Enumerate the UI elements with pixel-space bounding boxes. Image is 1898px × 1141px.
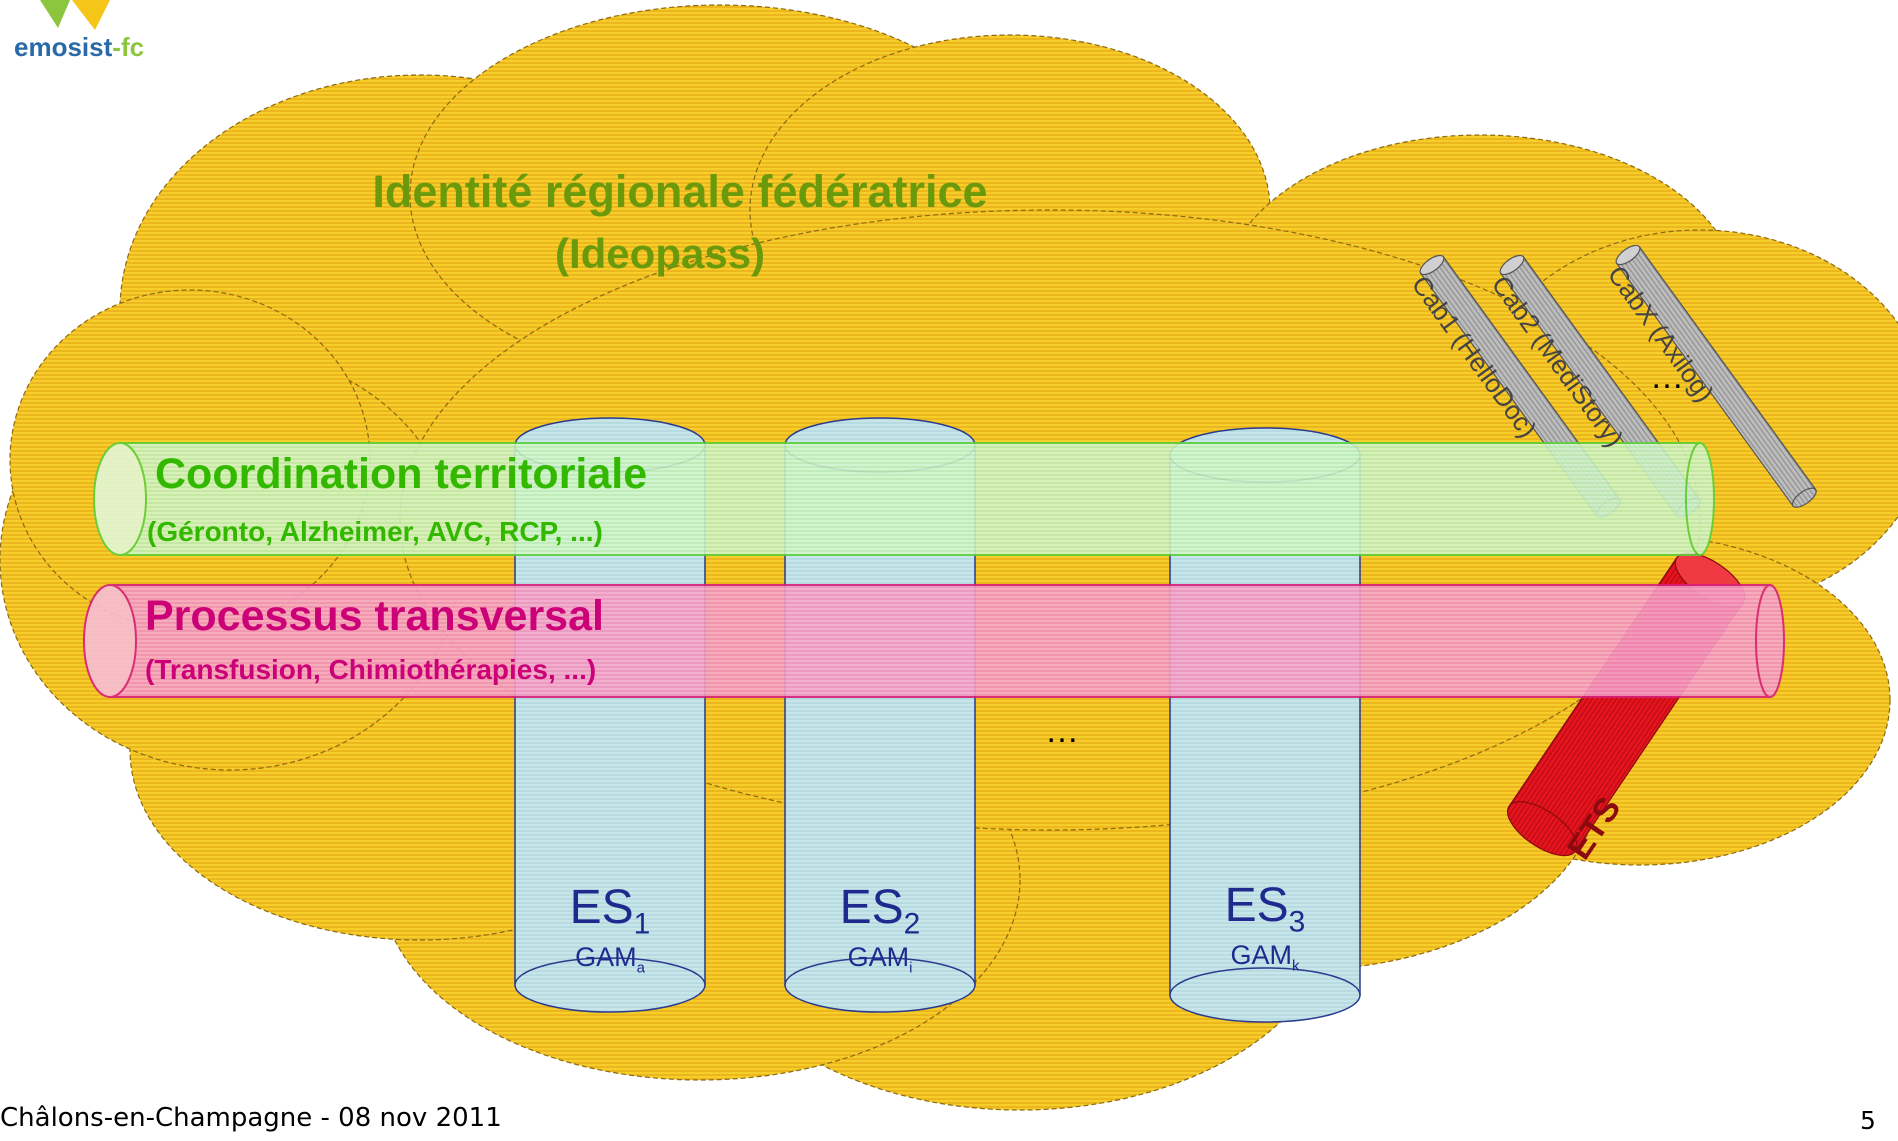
- cloud-title: Identité régionale fédératrice: [372, 166, 988, 217]
- es-3-label: ES3: [1215, 878, 1315, 940]
- es-2-label: ES2: [830, 880, 930, 942]
- logo-text: emosist-fc: [14, 32, 144, 63]
- page-number: 5: [1860, 1106, 1876, 1135]
- gam-a-label: GAMa: [560, 942, 660, 976]
- ellipsis-middle: …: [1045, 712, 1079, 750]
- gam-a-index: a: [636, 959, 645, 977]
- gam-k-label: GAMk: [1215, 940, 1315, 974]
- processus-cylinder: [83, 584, 1785, 698]
- es-1-main: ES: [569, 881, 634, 934]
- gam-k-main: GAM: [1230, 940, 1292, 970]
- gam-i-main: GAM: [847, 942, 910, 972]
- es-3-index: 3: [1288, 905, 1306, 939]
- cloud-subtitle: (Ideopass): [555, 230, 766, 277]
- footer-text: Châlons-en-Champagne - 08 nov 2011: [0, 1103, 502, 1133]
- es-1-label: ES1: [560, 880, 660, 942]
- gam-k-index: k: [1292, 957, 1300, 975]
- processus-title: Processus transversal: [145, 592, 604, 640]
- ellipsis-cabinets: …: [1650, 358, 1684, 396]
- cabinet-cylinder-3: [1615, 244, 1817, 508]
- es-1-index: 1: [633, 907, 651, 941]
- logo-dash: -: [112, 32, 121, 62]
- es-2-main: ES: [839, 881, 904, 934]
- coordination-subtitle: (Géronto, Alzheimer, AVC, RCP, ...): [147, 516, 603, 547]
- gam-i-label: GAMi: [830, 942, 930, 976]
- logo-icon: [40, 0, 110, 30]
- coordination-cylinder: [93, 442, 1715, 556]
- logo-suffix: fc: [120, 32, 145, 62]
- coordination-title: Coordination territoriale: [155, 450, 648, 498]
- gam-a-main: GAM: [575, 942, 637, 972]
- gam-i-index: i: [909, 959, 913, 977]
- processus-subtitle: (Transfusion, Chimiothérapies, ...): [145, 654, 597, 685]
- logo-name: emosist: [14, 32, 113, 62]
- es-2-index: 2: [903, 907, 921, 941]
- es-3-main: ES: [1224, 879, 1289, 932]
